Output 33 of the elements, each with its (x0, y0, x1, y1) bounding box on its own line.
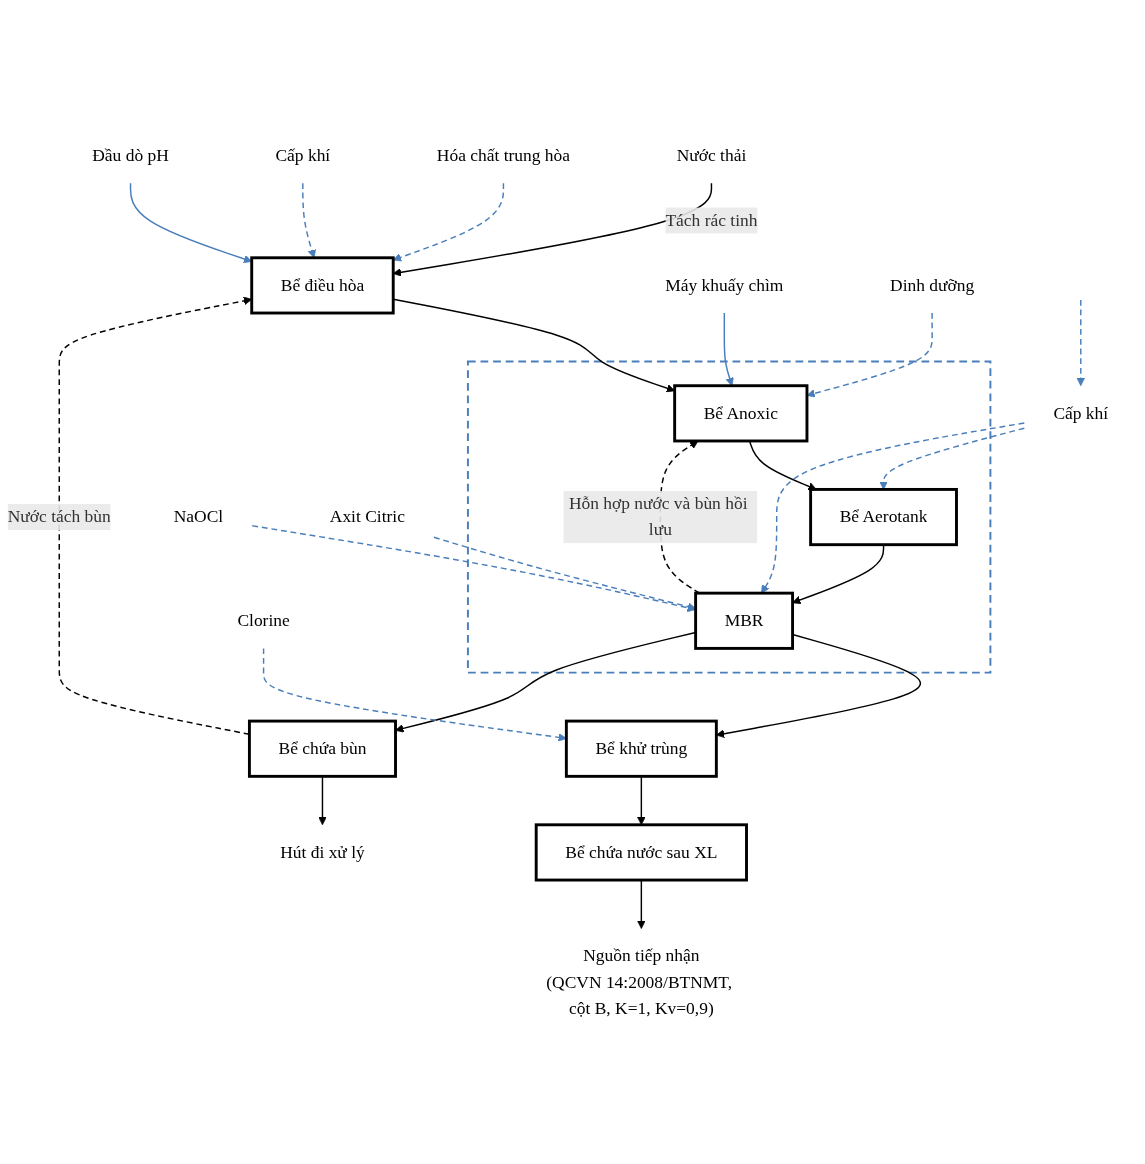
node-box: Bể chứa nước sau XL (534, 823, 748, 882)
arrow (1076, 299, 1086, 387)
node-text: Cấp khí (1053, 403, 1109, 423)
node-box: Bể Aerotank (809, 487, 958, 547)
node-text: Hóa chất trung hòa (436, 145, 571, 165)
node-text: Axit Citric (329, 506, 405, 527)
node-box: MBR (694, 591, 795, 650)
node-box: Bể Anoxic (673, 384, 809, 443)
edge-label: Nước tách bùn (7, 506, 111, 527)
node-text: Hút đi xử lý (280, 842, 365, 862)
node-text: Dinh dưỡng (890, 275, 975, 295)
node-text: Cấp khí (275, 145, 331, 165)
node-text: Nguồn tiếp nhận (QCVN 14:2008/BTNMT, cột B, K=1, Kv=0,9) (546, 945, 733, 1018)
arrow (761, 422, 1026, 594)
node-text: Clorine (237, 610, 290, 630)
arrow (806, 312, 933, 398)
node-text: Đầu dò pH (92, 145, 169, 165)
arrow (748, 440, 817, 491)
edge-label: Tách rác tinh (665, 210, 758, 230)
arrow (433, 536, 696, 611)
cluster (466, 360, 992, 674)
node-text: NaOCl (173, 506, 224, 527)
node-text: Nước thải (676, 145, 747, 165)
arrow (262, 647, 567, 742)
node-box: Bể chứa bùn (247, 719, 397, 778)
arrow (879, 427, 1026, 490)
node-box: Bể điều hòa (250, 256, 395, 315)
node-text: Máy khuấy chìm (665, 275, 784, 295)
node-box: Bể khử trùng (564, 719, 718, 778)
edge-label: Hỗn hợp nước và bùn hồi lưu (568, 493, 748, 540)
arrow (251, 525, 696, 613)
arrow (392, 182, 713, 277)
arrow (392, 182, 505, 262)
